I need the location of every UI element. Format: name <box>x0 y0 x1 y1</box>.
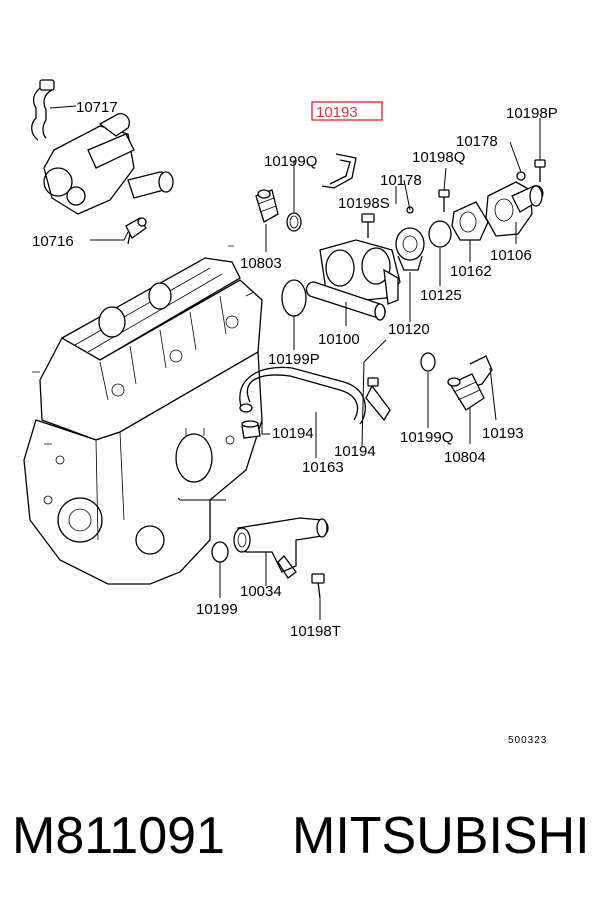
part-label-10199p[interactable]: 10199P <box>268 351 320 368</box>
thermostat-drawing <box>395 206 452 271</box>
part-label-10194-right[interactable]: 10194 <box>334 443 376 460</box>
part-label-10125[interactable]: 10125 <box>420 287 462 304</box>
part-label-10716[interactable]: 10716 <box>32 233 74 250</box>
water-outlet-assembly-drawing <box>31 79 174 245</box>
part-highlight-box <box>311 101 383 121</box>
part-label-10198q[interactable]: 10198Q <box>412 149 465 166</box>
leader-lines <box>49 105 541 620</box>
part-label-10120[interactable]: 10120 <box>388 321 430 338</box>
part-number: M811091 <box>12 807 225 865</box>
part-labels: 10717 10716 10193 10199Q 10198S 10803 10… <box>32 99 558 746</box>
thermostat-housing-drawing <box>305 213 401 321</box>
oring-10199p-drawing <box>281 279 307 317</box>
part-label-10199q-left[interactable]: 10199Q <box>264 153 317 170</box>
drawing-code: 500323 <box>508 735 547 746</box>
sensor-10803-drawing <box>255 189 302 232</box>
sensor-10804-drawing <box>420 352 493 411</box>
part-label-10034[interactable]: 10034 <box>240 583 282 600</box>
part-label-10163[interactable]: 10163 <box>302 459 344 476</box>
part-label-10193-right[interactable]: 10193 <box>482 425 524 442</box>
part-label-10100[interactable]: 10100 <box>318 331 360 348</box>
part-label-10194-left[interactable]: 10194 <box>272 425 314 442</box>
water-inlet-drawing <box>438 159 546 241</box>
part-label-10198p[interactable]: 10198P <box>506 105 558 122</box>
part-label-10717[interactable]: 10717 <box>76 99 118 116</box>
clip-drawing <box>321 153 357 189</box>
part-label-10106[interactable]: 10106 <box>490 247 532 264</box>
parts-diagram: 10717 10716 10193 10199Q 10198S 10803 10… <box>23 79 558 746</box>
part-label-10178-mid[interactable]: 10178 <box>380 172 422 189</box>
part-label-10198s[interactable]: 10198S <box>338 195 390 212</box>
part-label-10199[interactable]: 10199 <box>196 601 238 618</box>
part-label-10162[interactable]: 10162 <box>450 263 492 280</box>
part-label-10178-top[interactable]: 10178 <box>456 133 498 150</box>
part-label-10803[interactable]: 10803 <box>240 255 282 272</box>
part-label-10199q-right[interactable]: 10199Q <box>400 429 453 446</box>
engine-block-drawing <box>23 245 263 585</box>
product-caption: M811091 MITSUBISHI <box>0 800 600 880</box>
part-label-10193-highlighted[interactable]: 10193 <box>316 104 358 121</box>
water-hose-drawing <box>239 366 391 439</box>
brand-name: MITSUBISHI <box>292 807 590 865</box>
part-label-10198t[interactable]: 10198T <box>290 623 341 640</box>
part-label-10804[interactable]: 10804 <box>444 449 486 466</box>
